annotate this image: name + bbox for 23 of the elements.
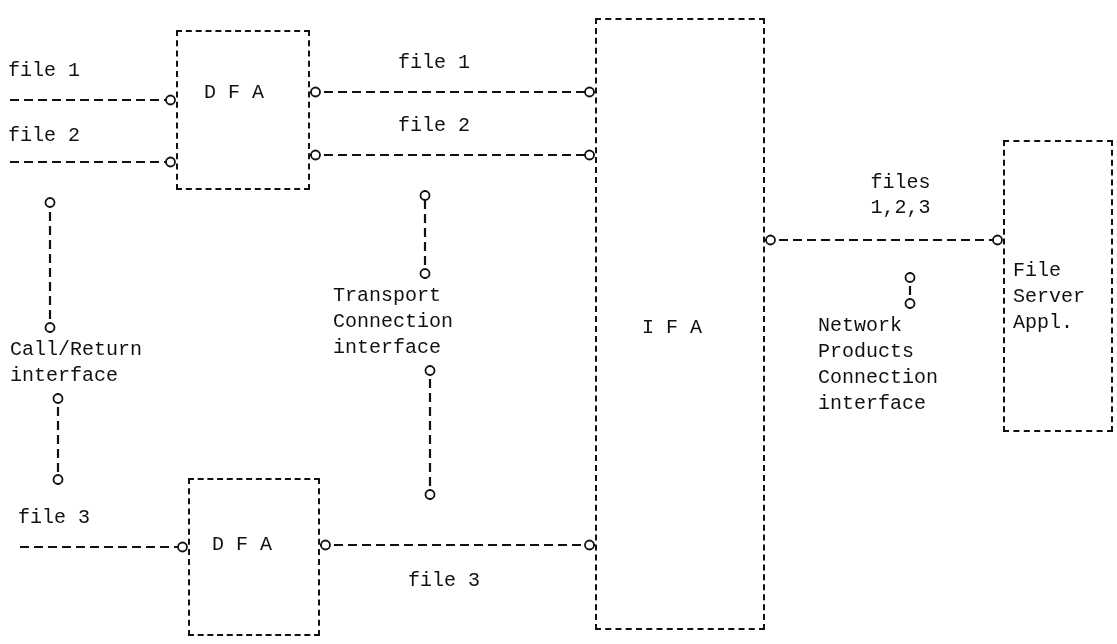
process-box bbox=[188, 478, 320, 636]
interface-label: Network Products Connection interface bbox=[818, 313, 978, 417]
connection-line bbox=[310, 149, 595, 161]
box-label: D F A bbox=[212, 532, 272, 558]
interface-label: Transport Connection interface bbox=[333, 283, 463, 361]
connection-line bbox=[765, 234, 1003, 246]
interface-label: Call/Return interface bbox=[10, 337, 160, 389]
leader-line bbox=[424, 365, 436, 500]
connection-line bbox=[320, 539, 595, 551]
process-box bbox=[595, 18, 765, 630]
process-box bbox=[176, 30, 310, 190]
box-label: D F A bbox=[204, 80, 264, 106]
leader-line bbox=[419, 190, 431, 279]
leader-line bbox=[52, 393, 64, 485]
connection-line bbox=[20, 541, 188, 553]
connection-line bbox=[310, 86, 595, 98]
process-box bbox=[1003, 140, 1113, 432]
box-label: I F A bbox=[642, 315, 702, 341]
connection-line bbox=[10, 94, 176, 106]
leader-line bbox=[904, 272, 916, 309]
leader-line bbox=[44, 197, 56, 333]
box-label: File Server Appl. bbox=[1013, 258, 1086, 336]
connection-line bbox=[10, 156, 176, 168]
